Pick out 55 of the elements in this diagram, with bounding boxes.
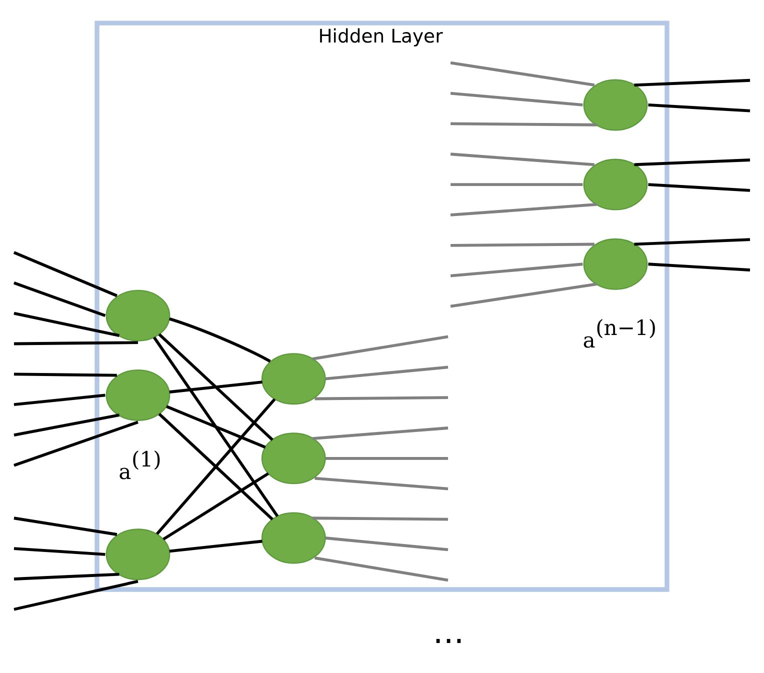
- connector: [152, 336, 279, 517]
- node-circle: [261, 432, 326, 484]
- connector: [648, 103, 750, 112]
- connector: [648, 262, 750, 271]
- connector: [450, 182, 583, 186]
- connector: [634, 78, 750, 86]
- connector: [14, 372, 117, 376]
- connector: [166, 404, 266, 448]
- node-circle: [106, 528, 170, 580]
- connector: [14, 340, 138, 345]
- node-circle: [583, 158, 648, 210]
- connector: [314, 396, 448, 400]
- connector: [14, 420, 138, 466]
- label: ...: [432, 612, 464, 651]
- connector: [450, 282, 597, 308]
- connector: [450, 202, 597, 216]
- connector: [169, 380, 262, 393]
- node-circle: [106, 368, 170, 420]
- node-circle: [261, 512, 326, 564]
- connector: [158, 412, 274, 520]
- connector: [312, 426, 448, 440]
- connector: [450, 60, 595, 86]
- connector: [450, 152, 595, 166]
- connector: [325, 365, 448, 380]
- connector: [156, 398, 276, 534]
- connector: [450, 122, 597, 126]
- node-circle: [583, 238, 648, 290]
- connector: [325, 456, 448, 460]
- connector: [450, 91, 583, 106]
- connector: [450, 262, 583, 277]
- connector: [14, 413, 120, 436]
- connector: [450, 242, 594, 246]
- connector: [14, 572, 120, 580]
- connector: [634, 158, 750, 166]
- connector: [312, 516, 448, 520]
- connector: [325, 536, 448, 551]
- connector: [312, 334, 448, 360]
- connector: [158, 332, 274, 440]
- node-circle: [261, 352, 326, 404]
- connector: [14, 393, 106, 406]
- connector: [14, 281, 106, 317]
- connector: [13, 250, 118, 297]
- connector: [648, 182, 750, 192]
- connector: [14, 311, 120, 336]
- connector: [162, 472, 270, 540]
- connector: [169, 316, 271, 362]
- node-circle: [583, 78, 648, 130]
- connector: [169, 539, 262, 552]
- connector: [14, 516, 118, 536]
- connector: [314, 476, 448, 490]
- connector: [314, 556, 448, 582]
- connector: [14, 579, 138, 610]
- connector: [634, 238, 750, 246]
- connector: [14, 546, 106, 556]
- node-circle: [106, 289, 170, 341]
